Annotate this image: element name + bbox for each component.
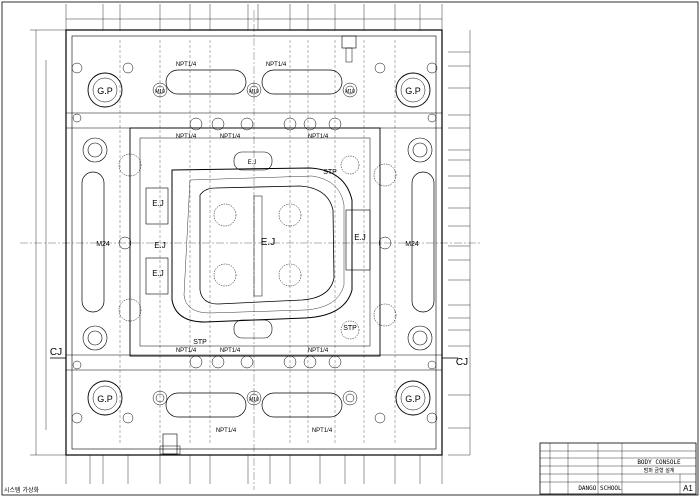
part-cavity-outer (171, 167, 353, 323)
npt-label: NPT1/4 (176, 62, 197, 68)
gp-label: G.P (405, 394, 421, 404)
right-dimension-ticks (448, 30, 471, 456)
npt-label: NPT1/4 (312, 428, 333, 434)
guide-pin-bottom-right: G.P (395, 380, 431, 416)
part-name: BODY CONSOLE (637, 459, 681, 466)
cooling-slot-top-right (261, 69, 343, 95)
slider-top (233, 151, 273, 171)
npt-label: NPT1/4 (220, 348, 241, 354)
gp-label: G.P (405, 86, 421, 96)
npt-label: NPT1/4 (176, 134, 197, 140)
m10-label: M10 (345, 89, 355, 95)
return-pins (82, 137, 433, 351)
npt-label: NPT1/4 (220, 134, 241, 140)
cooling-slot-left (81, 171, 105, 313)
part-cavity-inner (199, 185, 335, 305)
m24-label-left: M24 (96, 241, 110, 248)
npt-label: NPT1/4 (176, 348, 197, 354)
stp-label-right: STP (343, 325, 357, 332)
section-mark-right: CJ (456, 357, 468, 368)
m10-label: M10 (155, 89, 165, 95)
footer-note: 시스템 가상화 (4, 486, 40, 494)
slider-bottom (233, 319, 273, 339)
stp-label-bottom: STP (193, 339, 207, 346)
gp-label: G.P (97, 394, 113, 404)
title-block: BODY CONSOLE 범퍼 금형 설계 DANGO SCHOOL A1 (539, 442, 697, 495)
top-dimension-ticks (65, 4, 443, 30)
ej-label-top: E.J (248, 160, 257, 166)
ej-label-center: E.J (261, 237, 275, 248)
npt-label: NPT1/4 (216, 428, 237, 434)
school-name: DANGO SCHOOL (578, 485, 622, 492)
ej-label-left-bottom: E.J (152, 269, 164, 278)
cooling-slot-bottom-left (165, 392, 247, 418)
hex-bolts-top (189, 117, 342, 369)
left-dimension-lines (30, 29, 66, 456)
corner-screws (71, 62, 438, 424)
stp-label-top: STP (323, 169, 337, 176)
gp-label: G.P (97, 86, 113, 96)
guide-pin-top-left: G.P (87, 72, 123, 108)
ej-label-left: E.J (154, 241, 166, 250)
slider-right (345, 209, 371, 271)
m10-label: M10 (249, 89, 259, 95)
guide-pin-top-right: G.P (395, 72, 431, 108)
ejector-rings (118, 153, 397, 340)
sheet-size: A1 (683, 484, 693, 493)
npt-label: NPT1/4 (308, 134, 329, 140)
npt-label: NPT1/4 (308, 348, 329, 354)
bottom-dimension-ticks (65, 455, 443, 484)
cooling-slot-right (411, 171, 435, 313)
ej-label-right: E.J (354, 233, 366, 242)
section-mark-left: CJ (50, 347, 62, 358)
m24-label-right: M24 (405, 241, 419, 248)
insert-block (129, 127, 381, 357)
sub-title: 범퍼 금형 설계 (644, 467, 675, 474)
slider-left-top (145, 187, 169, 225)
cooling-slot-bottom-right (261, 392, 343, 418)
m10-label: M10 (249, 397, 259, 403)
guide-pin-bottom-left: G.P (87, 380, 123, 416)
npt-label: NPT1/4 (266, 62, 287, 68)
cooling-slot-top-left (165, 69, 247, 95)
ej-label-left-top: E.J (152, 199, 164, 208)
m10-bolt-holes (118, 82, 392, 406)
slider-left-bottom (145, 257, 169, 295)
